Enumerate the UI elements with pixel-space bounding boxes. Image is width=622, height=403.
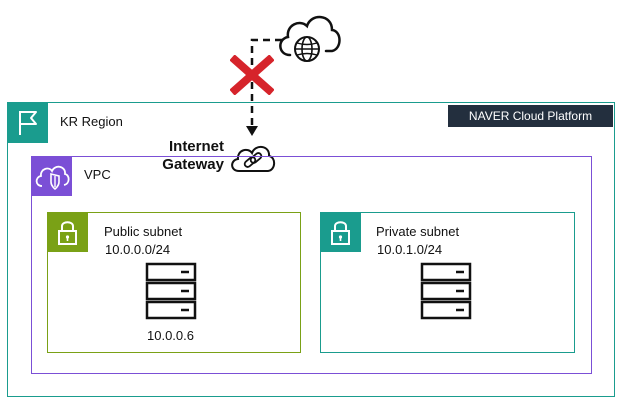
private-subnet-container	[320, 212, 575, 353]
vpc-label: VPC	[84, 167, 111, 182]
private-subnet-cidr: 10.0.1.0/24	[377, 242, 443, 257]
private-server-rack-icon	[420, 262, 472, 320]
private-subnet-lock-icon	[320, 212, 361, 252]
blocked-x-mark-icon	[230, 55, 274, 95]
public-server-rack-icon	[145, 262, 197, 320]
region-flag-icon	[7, 102, 48, 143]
public-subnet-container	[47, 212, 301, 353]
brand-badge: NAVER Cloud Platform	[448, 105, 613, 127]
kr-region-container	[7, 102, 615, 397]
public-subnet-label: Public subnet	[104, 224, 183, 239]
vpc-cloud-shield-icon	[31, 156, 72, 196]
gateway-label-line1: Internet	[168, 138, 224, 155]
internet-gateway-label: Internet Gateway	[150, 138, 224, 174]
public-subnet-lock-icon	[47, 212, 88, 252]
public-server-ip: 10.0.0.6	[147, 328, 194, 343]
gateway-label-line2: Gateway	[162, 156, 224, 173]
internet-gateway-cloud-link-icon	[231, 146, 276, 172]
internet-cloud-globe-icon	[279, 15, 341, 62]
region-label: KR Region	[60, 114, 123, 129]
vpc-container	[31, 156, 592, 374]
public-subnet-cidr: 10.0.0.0/24	[105, 242, 171, 257]
private-subnet-label: Private subnet	[376, 224, 460, 239]
